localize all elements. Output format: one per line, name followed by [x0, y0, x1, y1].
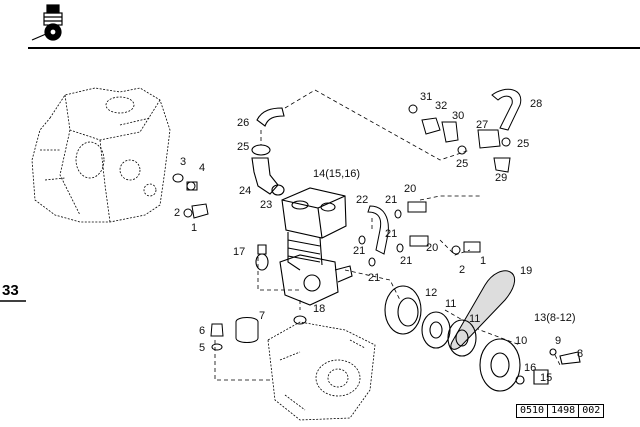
air-compressor-part: [255, 187, 353, 306]
hub-part: [479, 338, 521, 392]
callout-5: 5: [199, 342, 206, 354]
reference-code: 0510 1498 002: [516, 404, 605, 418]
callout-2: 2: [174, 207, 181, 219]
callout-21: 21: [368, 272, 381, 284]
elbow-fitting-part: [251, 157, 279, 195]
rubber-hose-part: [256, 107, 285, 127]
callout-29: 29: [495, 172, 508, 184]
callout-12: 12: [425, 287, 438, 299]
callout-18: 18: [313, 303, 326, 315]
callout-17: 17: [233, 246, 246, 258]
callout-32: 32: [435, 100, 448, 112]
pulley-part: [384, 285, 422, 335]
callout-21: 21: [353, 245, 366, 257]
callout-20: 20: [404, 183, 417, 195]
callout-22: 22: [356, 194, 369, 206]
valve-part: [255, 253, 269, 271]
union-fitting-part: [407, 201, 427, 213]
callout-25: 25: [517, 138, 530, 150]
callout-26: 26: [237, 117, 250, 129]
callout-2: 2: [459, 264, 466, 276]
callout-15: 15: [540, 372, 553, 384]
callout-1: 1: [480, 255, 487, 267]
union-fitting-part: [409, 235, 429, 247]
callout-6: 6: [199, 325, 206, 337]
callout-9: 9: [555, 335, 562, 347]
reference-code-part: 1498: [547, 404, 580, 418]
callout-8: 8: [577, 348, 584, 360]
clamp-part: [251, 144, 271, 156]
callout-25: 25: [456, 158, 469, 170]
flange-part: [447, 319, 477, 357]
breather-part: [210, 323, 224, 337]
callout-21: 21: [400, 255, 413, 267]
callout-24: 24: [239, 185, 252, 197]
callout-7: 7: [259, 310, 266, 322]
bolt-part: [559, 351, 581, 365]
callout-10: 10: [515, 335, 528, 347]
plug-part: [191, 203, 209, 219]
reference-code-part: 0510: [516, 404, 549, 418]
callout-25: 25: [237, 141, 250, 153]
callout-31: 31: [420, 91, 433, 103]
callout-4: 4: [199, 162, 206, 174]
compressor-icon: [31, 4, 63, 41]
callout-28: 28: [530, 98, 543, 110]
callout-1: 1: [191, 222, 198, 234]
drive-belt-part: [450, 270, 516, 350]
callout-23: 23: [260, 199, 273, 211]
leader-lines: [214, 89, 561, 381]
pipe-bend-part: [491, 88, 522, 131]
callout-14: 14(15,16): [313, 168, 361, 180]
timing-housing-outline: [267, 321, 376, 421]
reference-code-part: 002: [578, 404, 605, 418]
callout-11: 11: [469, 313, 481, 325]
engine-block-outline: [31, 87, 171, 223]
callout-13: 13(8-12): [534, 312, 576, 324]
callout-3: 3: [180, 156, 187, 168]
callout-20: 20: [426, 242, 439, 254]
callout-19: 19: [520, 265, 533, 277]
air-pipe-part: [367, 205, 389, 255]
callout-30: 30: [452, 110, 465, 122]
cap-part: [235, 317, 259, 343]
callout-21: 21: [385, 194, 398, 206]
washer-part: [186, 181, 196, 191]
callout-11: 11: [445, 298, 457, 310]
callout-21: 21: [385, 228, 398, 240]
washer-part: [183, 208, 193, 218]
chapter-number: 33: [2, 282, 19, 299]
callout-16: 16: [524, 362, 537, 374]
washer-part: [172, 173, 184, 183]
nut-part: [271, 184, 285, 196]
callout-27: 27: [476, 119, 489, 131]
flange-part: [421, 311, 451, 349]
